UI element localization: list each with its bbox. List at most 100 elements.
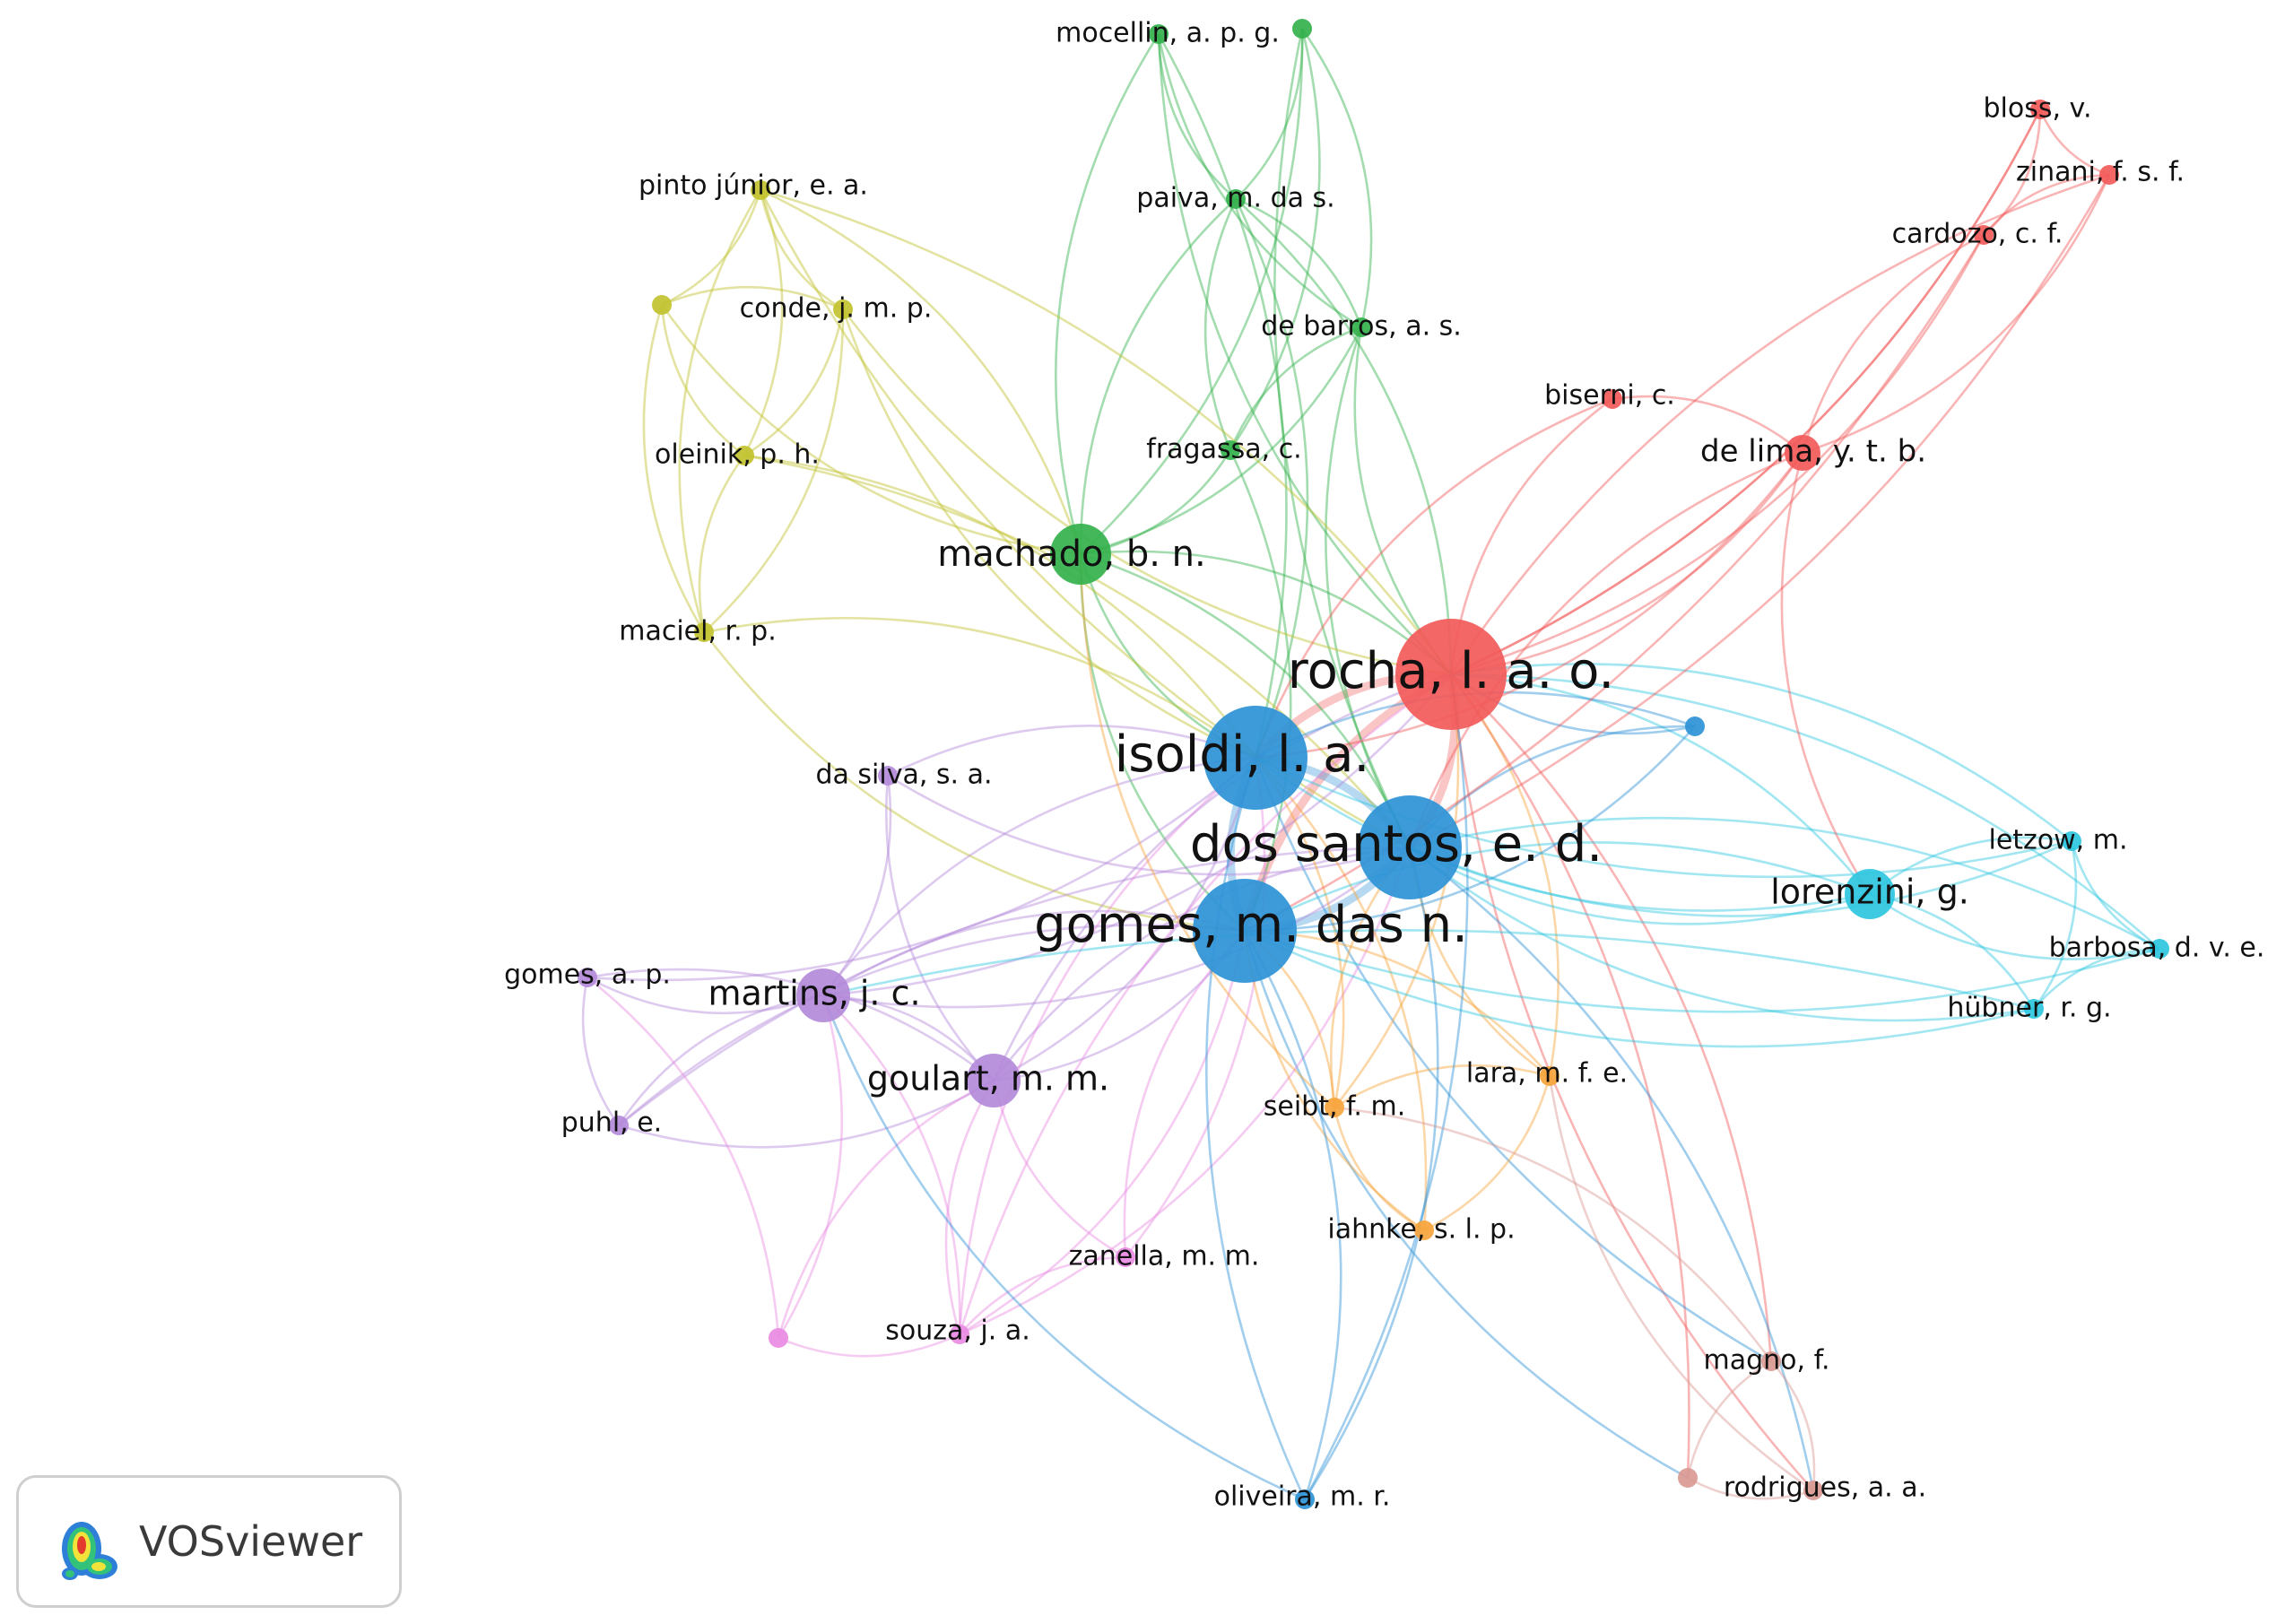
edge-machado-rocha (1080, 550, 1452, 675)
node-lara[interactable] (1540, 1066, 1560, 1086)
node-oleinik[interactable] (734, 446, 754, 465)
node-rodrigues[interactable] (1803, 1481, 1823, 1500)
edge-zanella-gomesm (1123, 930, 1246, 1258)
node-conde[interactable] (833, 300, 853, 319)
edge-conde0-maciel (642, 304, 706, 633)
node-paiva[interactable] (1226, 189, 1246, 209)
node-puhl[interactable] (609, 1116, 629, 1135)
label-isoldi: isoldi, l. a. (1115, 725, 1370, 784)
edge-letzow-hubner (2032, 840, 2078, 1010)
edge-lorenzini-barbosa (1869, 892, 2160, 960)
label-seibt: seibt, f. m. (1264, 1091, 1406, 1123)
node-delima[interactable] (1785, 435, 1820, 471)
edge-magno-rodrigues0 (1686, 1359, 1772, 1479)
node-cardozo[interactable] (1974, 225, 1994, 245)
node-pinto[interactable] (751, 180, 770, 200)
edge-souza2-martins (777, 994, 843, 1339)
edge-zanella-isoldi (1124, 757, 1266, 1258)
edge-lorenzini-rocha (1450, 673, 1872, 895)
node-bluedot[interactable] (1685, 716, 1705, 736)
edge-delima-dossantos (1408, 451, 1803, 848)
edge-mocellin-isoldi (1157, 33, 1288, 759)
label-biserni: biserni, c. (1544, 380, 1675, 412)
node-fragassa[interactable] (1221, 440, 1240, 460)
edge-barbosa-hubner (2033, 947, 2160, 1010)
node-magno[interactable] (1761, 1351, 1781, 1371)
node-isoldi[interactable] (1203, 706, 1308, 810)
edge-oleinik-isoldi (743, 454, 1257, 759)
node-martins[interactable] (796, 968, 850, 1022)
node-machado[interactable] (1050, 524, 1111, 585)
node-souza2[interactable] (769, 1328, 788, 1348)
node-dasilva[interactable] (878, 766, 898, 786)
node-dossantos[interactable] (1358, 795, 1462, 899)
node-lorenzini[interactable] (1845, 869, 1895, 919)
edge-rocha-bloss (1450, 109, 2042, 676)
node-zanella[interactable] (1116, 1247, 1135, 1267)
node-maciel[interactable] (694, 622, 714, 642)
label-letzow: letzow, m. (1988, 825, 2127, 856)
edge-paiva-mocellin (1157, 33, 1237, 200)
edge-letzow-rocha (1450, 663, 2072, 843)
edge-magno-rodrigues (1770, 1360, 1816, 1491)
edge-martins-gomesm (822, 909, 1246, 997)
node-souza[interactable] (950, 1324, 969, 1344)
app-name: VOSviewer (139, 1517, 363, 1566)
edge-bloss-rocha (1450, 109, 2042, 676)
edge-mocellin2-dossantos (1273, 28, 1412, 848)
node-letzow[interactable] (2062, 831, 2081, 851)
vosviewer-badge: VOSviewer (16, 1475, 402, 1608)
label-dasilva: da silva, s. a. (815, 760, 992, 791)
edge-martins-rocha (822, 673, 1452, 997)
edge-oliveira-isoldi (1205, 757, 1307, 1500)
label-mocellin: mocellin, a. p. g. (1056, 18, 1280, 49)
label-pinto: pinto júnior, e. a. (639, 170, 868, 202)
edge-cardozo-zinani (1983, 173, 2110, 236)
node-hubner[interactable] (2024, 999, 2044, 1019)
edge-mocellin-rocha (1157, 33, 1452, 675)
edge-barbosa-rocha (1450, 673, 2160, 950)
label-rocha: rocha, l. a. o. (1288, 642, 1614, 700)
node-zinani[interactable] (2099, 165, 2119, 185)
edge-souza-gomesm (959, 930, 1247, 1336)
edge-paiva-mocellin2 (1235, 28, 1304, 200)
edge-gomesa-isoldi (586, 757, 1256, 982)
edge-souza-goulart (944, 1080, 995, 1335)
edge-conde-maciel (703, 308, 845, 633)
node-gomesm[interactable] (1193, 879, 1297, 983)
node-conde0[interactable] (652, 295, 672, 315)
edge-hubner-martins (822, 929, 2035, 1011)
node-oliveira[interactable] (1295, 1489, 1315, 1509)
label-oliveira: oliveira, m. r. (1214, 1481, 1391, 1513)
edge-conde-oleinik (743, 308, 845, 457)
edge-seibt-iahnke (1333, 1107, 1425, 1232)
edge-goulart-isoldi (993, 757, 1257, 1082)
node-mocellin2[interactable] (1292, 19, 1312, 39)
node-barbosa[interactable] (2150, 939, 2169, 959)
node-rodrigues0[interactable] (1678, 1468, 1698, 1488)
edge-maciel-isoldi (703, 616, 1256, 760)
node-goulart[interactable] (967, 1054, 1021, 1107)
node-seibt[interactable] (1325, 1098, 1344, 1117)
label-goulart: goulart, m. m. (867, 1059, 1109, 1099)
edge-zinani-bloss (2038, 109, 2110, 177)
edge-barbosa-dossantos (1409, 816, 2160, 951)
edge-cardozo-bloss (1983, 109, 2042, 236)
node-biserni[interactable] (1603, 389, 1622, 409)
edge-hubner-gomesm (1244, 929, 2035, 1048)
edge-isoldi-magno (1254, 757, 1772, 1363)
edge-pinto-maciel (678, 189, 762, 633)
edge-rocha-zinani (1449, 173, 2110, 675)
edge-maciel-gomesm (702, 631, 1246, 933)
node-gomesa[interactable] (578, 968, 597, 987)
node-rocha[interactable] (1395, 619, 1507, 730)
edge-conde0-machado (660, 304, 1082, 556)
node-iahnke[interactable] (1414, 1220, 1434, 1240)
edge-oliveira-gomesm (1243, 930, 1342, 1500)
node-mocellin[interactable] (1149, 24, 1169, 44)
node-debarros[interactable] (1351, 317, 1371, 337)
node-bloss[interactable] (2030, 100, 2050, 119)
edge-pinto-conde0 (661, 189, 762, 307)
label-maciel: maciel, r. p. (619, 616, 777, 647)
